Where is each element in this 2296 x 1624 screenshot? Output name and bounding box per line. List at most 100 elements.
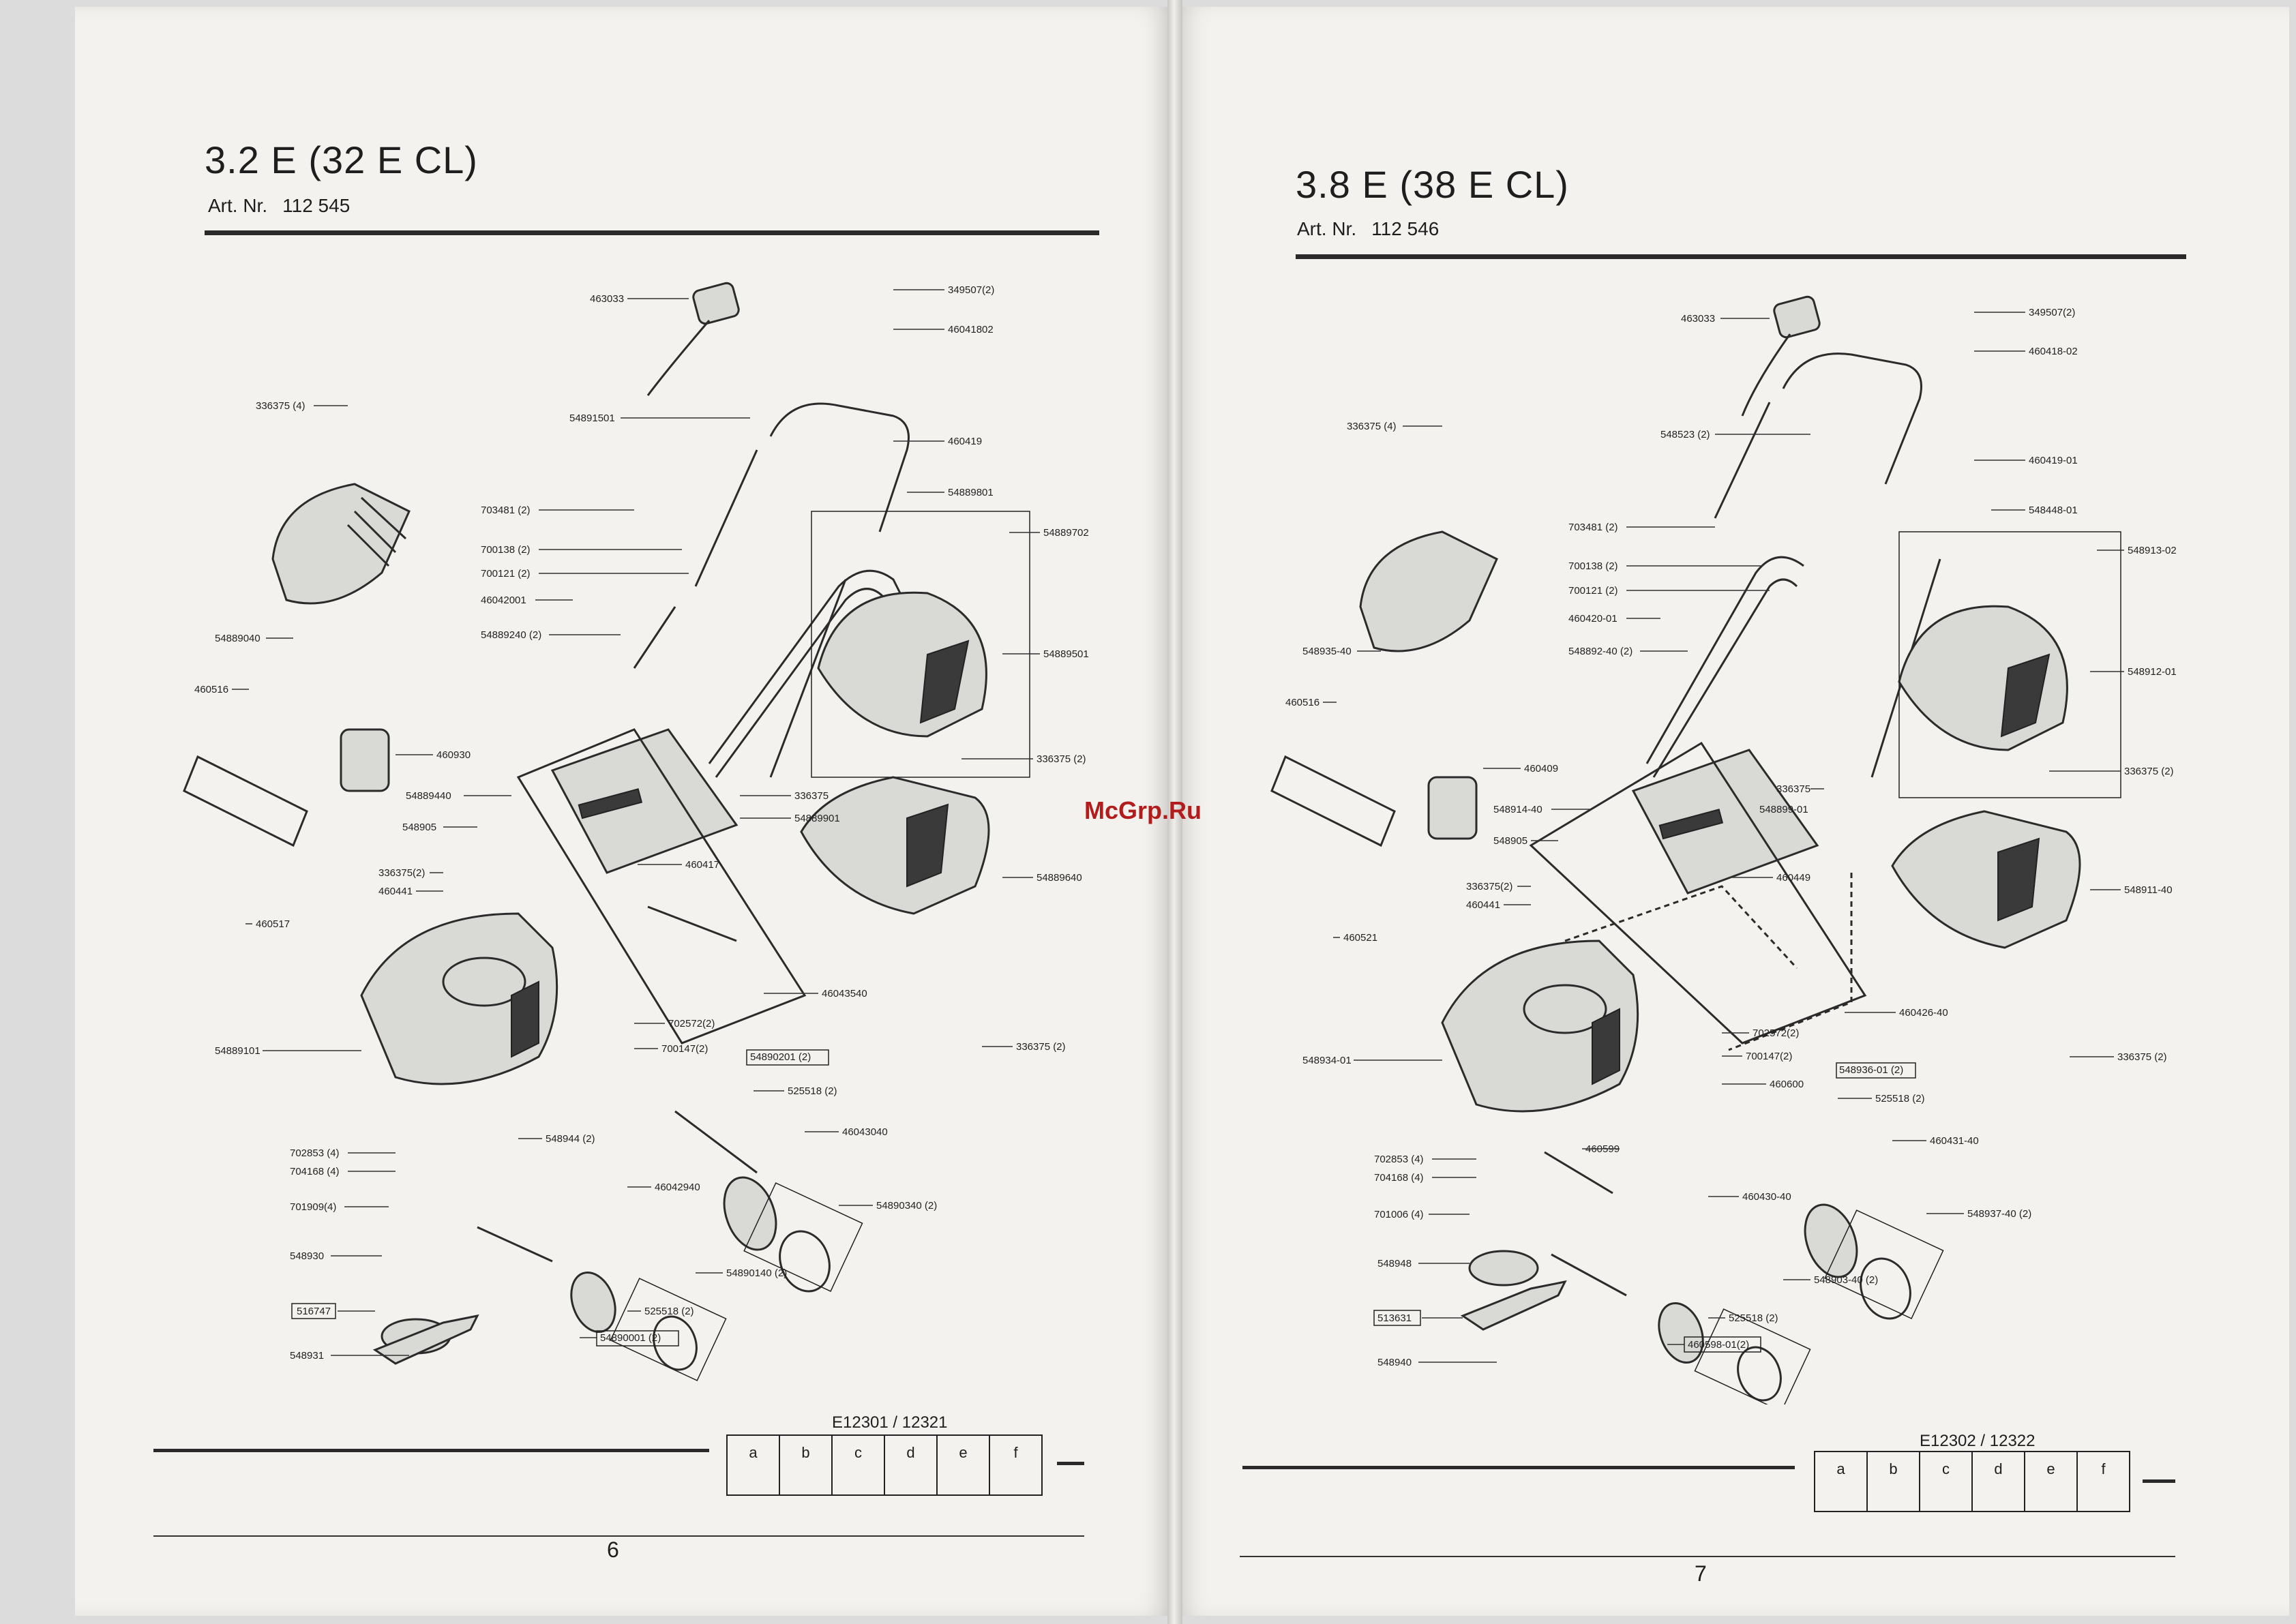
svg-text:336375 (2): 336375 (2): [1016, 1041, 1066, 1053]
svg-text:349507(2): 349507(2): [2029, 307, 2075, 318]
left-col-b: b: [779, 1434, 833, 1496]
handle-top-bar: [769, 402, 910, 532]
svg-text:516747: 516747: [297, 1306, 331, 1317]
left-col-f: f: [989, 1434, 1043, 1496]
handle-upper: [708, 569, 901, 764]
right-art-value: 112 546: [1371, 218, 1440, 239]
svg-text:548930: 548930: [290, 1250, 324, 1262]
catcher-bracket: [1898, 531, 2121, 798]
svg-text:54890340 (2): 54890340 (2): [876, 1200, 937, 1212]
front-wheel: [570, 1271, 616, 1334]
left-footer-rule: [153, 1449, 709, 1452]
svg-text:460521: 460521: [1343, 932, 1377, 944]
motor-cover: [271, 483, 411, 605]
left-art-label: Art. Nr.: [208, 195, 268, 216]
left-col-e: e: [936, 1434, 990, 1496]
right-col-c: c: [1919, 1451, 1973, 1512]
svg-text:548940: 548940: [1377, 1357, 1412, 1368]
svg-text:54891501: 54891501: [569, 412, 615, 424]
book-spine: [1167, 0, 1182, 1624]
front-hubcap: [653, 1315, 698, 1371]
right-revision-table: a b c d e f: [1814, 1451, 2130, 1512]
motor-cover: [1359, 530, 1498, 652]
right-col-d: d: [1971, 1451, 2025, 1512]
svg-text:54889801: 54889801: [948, 487, 994, 498]
svg-text:548523 (2): 548523 (2): [1660, 429, 1710, 440]
lid-panel: [1631, 749, 1819, 894]
right-article-number: Art. Nr. 112 546: [1297, 218, 1454, 240]
left-art-value: 112 545: [282, 195, 351, 216]
svg-text:336375 (4): 336375 (4): [256, 400, 305, 412]
svg-text:463033: 463033: [590, 293, 624, 305]
svg-text:702572(2): 702572(2): [668, 1018, 715, 1029]
svg-text:349507(2): 349507(2): [948, 284, 994, 296]
svg-text:460418-02: 460418-02: [2029, 346, 2078, 357]
left-exploded-diagram: 463033 349507(2) 46041802 54891501 33637…: [183, 282, 1089, 1381]
front-wheel: [1658, 1302, 1704, 1364]
svg-text:54889501: 54889501: [1043, 648, 1089, 660]
svg-text:54889440: 54889440: [406, 790, 451, 802]
svg-text:701006 (4): 701006 (4): [1374, 1209, 1424, 1220]
svg-text:548905: 548905: [402, 822, 436, 833]
svg-text:463033: 463033: [1681, 313, 1715, 325]
svg-text:460430-40: 460430-40: [1742, 1191, 1791, 1203]
right-col-b: b: [1866, 1451, 1920, 1512]
left-col-d: d: [884, 1434, 938, 1496]
right-header-rule: [1296, 254, 2186, 259]
svg-text:336375 (2): 336375 (2): [2117, 1051, 2167, 1063]
svg-text:54890201 (2): 54890201 (2): [750, 1051, 811, 1063]
right-col-f: f: [2076, 1451, 2130, 1512]
watermark: McGrp.Ru: [1084, 796, 1202, 824]
right-model-title: 3.8 E (38 E CL): [1296, 163, 1569, 206]
right-art-label: Art. Nr.: [1297, 218, 1357, 239]
left-model-title: 3.2 E (32 E CL): [205, 138, 478, 181]
svg-text:548935-40: 548935-40: [1302, 646, 1352, 657]
svg-text:460517: 460517: [256, 918, 290, 930]
svg-text:54889901: 54889901: [794, 813, 840, 824]
svg-text:548903-40 (2): 548903-40 (2): [1814, 1274, 1878, 1286]
blade: [1460, 1280, 1567, 1331]
svg-text:460516: 460516: [194, 684, 228, 695]
svg-text:460419-01: 460419-01: [2029, 455, 2078, 466]
svg-text:54889640: 54889640: [1037, 872, 1082, 884]
svg-text:54889240 (2): 54889240 (2): [481, 629, 541, 641]
svg-text:704168 (4): 704168 (4): [290, 1166, 340, 1177]
svg-text:703481 (2): 703481 (2): [1568, 522, 1618, 533]
right-footer-dash: [2143, 1479, 2175, 1483]
svg-text:548912-01: 548912-01: [2128, 666, 2177, 678]
svg-text:700121 (2): 700121 (2): [481, 568, 531, 580]
svg-text:548911-40: 548911-40: [2124, 884, 2173, 896]
svg-text:336375 (2): 336375 (2): [2124, 766, 2174, 777]
grass-box-frame: [1529, 741, 1867, 1044]
svg-text:548934-01: 548934-01: [1302, 1055, 1352, 1066]
svg-text:702853 (4): 702853 (4): [1374, 1154, 1424, 1165]
svg-text:54890140 (2): 54890140 (2): [726, 1267, 787, 1279]
side-panel: [183, 755, 308, 847]
lid-panel: [550, 728, 739, 874]
rear-wheel: [1804, 1203, 1858, 1278]
svg-text:525518 (2): 525518 (2): [1875, 1093, 1925, 1104]
svg-text:336375(2): 336375(2): [1466, 881, 1512, 892]
svg-text:548913-02: 548913-02: [2128, 545, 2177, 556]
left-revision-table: a b c d e f: [726, 1434, 1043, 1496]
svg-text:460417: 460417: [685, 859, 719, 871]
svg-text:700121 (2): 700121 (2): [1568, 585, 1618, 597]
grass-catcher: [800, 776, 990, 915]
svg-text:46043540: 46043540: [822, 988, 867, 999]
svg-text:703481 (2): 703481 (2): [481, 505, 531, 516]
mower-deck: [1441, 939, 1639, 1113]
right-page-number: 7: [1695, 1561, 1707, 1586]
left-page-rule: [153, 1535, 1084, 1537]
left-footer-dash: [1057, 1462, 1084, 1465]
left-header-rule: [205, 230, 1099, 235]
svg-text:548914-40: 548914-40: [1493, 804, 1542, 815]
right-part-labels: 463033 349507(2) 460418-02 336375 (4) 54…: [1285, 307, 2177, 1368]
mower-deck: [360, 912, 558, 1085]
handle-lower: [1645, 556, 1804, 764]
svg-text:701909(4): 701909(4): [290, 1201, 336, 1213]
svg-text:548948: 548948: [1377, 1258, 1412, 1269]
svg-text:548905: 548905: [1493, 835, 1527, 847]
svg-text:460441: 460441: [378, 886, 413, 897]
right-col-e: e: [2024, 1451, 2078, 1512]
svg-text:548448-01: 548448-01: [2029, 505, 2078, 516]
